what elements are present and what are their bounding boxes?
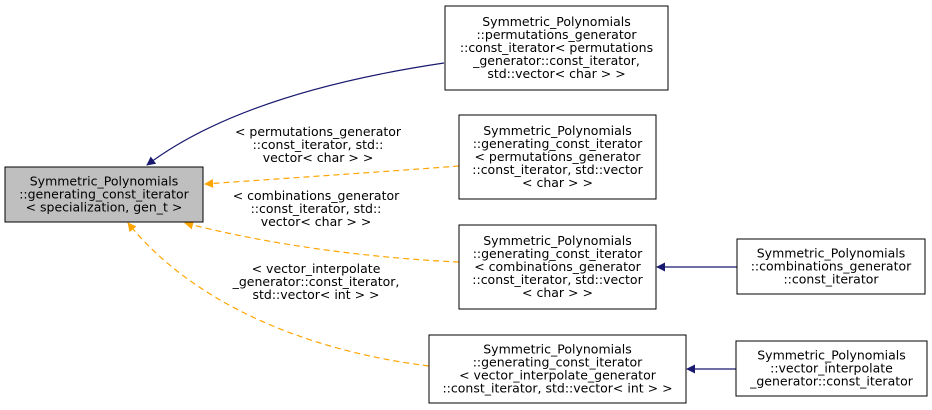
class-node-label-line: _generator::const_iterator, — [472, 53, 640, 68]
class-node-comb-const-iter[interactable]: Symmetric_Polynomials::combinations_gene… — [736, 238, 926, 295]
class-node-label-line: ::generating_const_iterator — [473, 355, 643, 370]
class-node-gen-comb[interactable]: Symmetric_Polynomials::generating_const_… — [458, 224, 657, 310]
edge-label-comb: < combinations_generator::const_iterator… — [233, 188, 400, 229]
class-node-label-line: < combinations_generator — [474, 259, 641, 274]
class-node-box — [458, 224, 657, 310]
class-node-box — [736, 238, 926, 295]
edge-label-line: < permutations_generator — [235, 124, 402, 139]
class-node-focus[interactable]: Symmetric_Polynomials::generating_const_… — [4, 166, 204, 223]
class-node-label-line: < vector_interpolate_generator — [459, 368, 657, 383]
edge-template-gen-vec — [127, 222, 430, 367]
edge-inheritance-perm-const-iter — [146, 62, 445, 166]
class-node-label-line: ::const_iterator — [783, 272, 879, 287]
class-node-label-line: ::generating_const_iterator — [473, 136, 643, 151]
class-node-gen-vec[interactable]: Symmetric_Polynomials::generating_const_… — [428, 334, 687, 404]
class-node-label-line: Symmetric_Polynomials — [757, 348, 906, 363]
class-node-label-line: _generator::const_iterator — [749, 374, 914, 389]
class-node-label-line: < char > > — [522, 285, 593, 300]
class-node-label-line: ::const_iterator, std::vector — [472, 162, 643, 177]
class-node-label-line: Symmetric_Polynomials — [482, 14, 631, 29]
edge-label-line: ::const_iterator, std:: — [253, 137, 384, 152]
class-node-label-line: ::generating_const_iterator — [473, 246, 643, 261]
class-node-label-line: std::vector< char > > — [487, 66, 625, 81]
class-node-box — [4, 166, 204, 223]
class-node-label-line: ::vector_interpolate — [770, 361, 893, 376]
edge-label-line: vector< char > > — [263, 150, 374, 165]
class-node-vec-const-iter[interactable]: Symmetric_Polynomials::vector_interpolat… — [735, 340, 928, 397]
edge-label-line: < vector_interpolate — [252, 261, 381, 276]
edge-label-line: std::vector< int > > — [252, 287, 379, 302]
edge-label-vec: < vector_interpolate_generator::const_it… — [232, 261, 400, 302]
class-node-label-line: < char > > — [522, 175, 593, 190]
edge-template-gen-comb — [184, 220, 460, 263]
class-node-gen-perm[interactable]: Symmetric_Polynomials::generating_const_… — [458, 114, 657, 200]
class-node-label-line: < specialization, gen_t > — [26, 200, 183, 215]
class-node-box — [458, 114, 657, 200]
class-node-box — [444, 5, 669, 91]
class-node-perm-const-iter[interactable]: Symmetric_Polynomials::permutations_gene… — [444, 5, 669, 91]
edge-label-line: ::const_iterator, std:: — [251, 201, 382, 216]
class-node-label-line: Symmetric_Polynomials — [483, 342, 632, 357]
class-node-label-line: Symmetric_Polynomials — [757, 246, 906, 261]
class-node-label-line: Symmetric_Polynomials — [483, 233, 632, 248]
class-node-label-line: ::combinations_generator — [751, 259, 912, 274]
class-node-label-line: Symmetric_Polynomials — [30, 174, 179, 189]
class-node-label-line: Symmetric_Polynomials — [483, 123, 632, 138]
edge-label-perm: < permutations_generator::const_iterator… — [235, 124, 402, 165]
edge-template-gen-perm — [204, 165, 460, 188]
class-node-box — [428, 334, 687, 404]
class-node-label-line: ::const_iterator< permutations — [460, 40, 653, 55]
edge-label-line: _generator::const_iterator, — [232, 274, 400, 289]
class-node-label-line: < permutations_generator — [474, 149, 641, 164]
edge-label-line: vector< char > > — [261, 214, 372, 229]
class-node-box — [735, 340, 928, 397]
class-node-label-line: ::generating_const_iterator — [19, 187, 189, 202]
class-node-label-line: ::permutations_generator — [476, 27, 637, 42]
class-node-label-line: ::const_iterator, std::vector< int > > — [442, 381, 672, 396]
edge-label-line: < combinations_generator — [233, 188, 400, 203]
class-node-label-line: ::const_iterator, std::vector — [472, 272, 643, 287]
